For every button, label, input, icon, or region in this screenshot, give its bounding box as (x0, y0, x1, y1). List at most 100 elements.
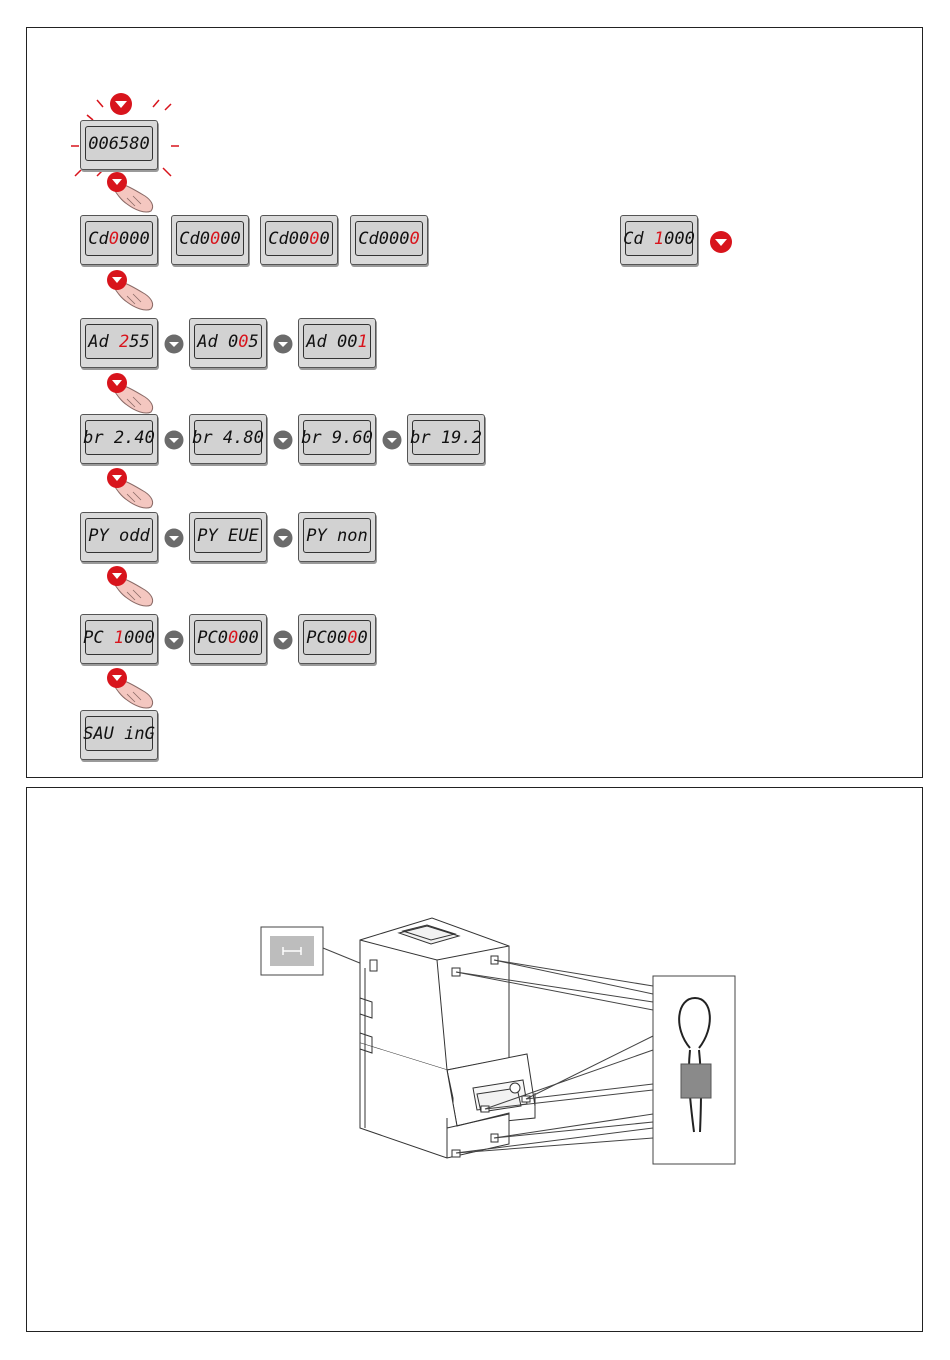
lcd-display-start: 006580 (80, 120, 158, 170)
lcd-segment-text: PY non (306, 526, 367, 546)
lcd-highlighted-digit: 0 (109, 229, 119, 249)
lcd-segment-text: Ad 0 (197, 332, 238, 352)
grey-down-arrow-icon[interactable] (382, 430, 402, 450)
lcd-segment-text: PY EUE (197, 526, 258, 546)
flash-ray (163, 168, 171, 176)
lcd-segment-text: br 4.80 (192, 428, 264, 448)
lcd-text: PC0000 (303, 620, 371, 655)
lcd-display-br-4: br 19.2 (407, 414, 485, 464)
red-down-arrow-icon[interactable] (709, 230, 733, 254)
pressing-finger-icon (105, 466, 157, 510)
lcd-highlighted-digit: 1 (654, 229, 664, 249)
lcd-text: br 9.60 (303, 420, 371, 455)
lcd-segment-text: Cd (88, 229, 108, 249)
lcd-segment-text: 0 (357, 628, 367, 648)
lcd-highlighted-digit: 1 (114, 628, 124, 648)
lcd-text: br 19.2 (412, 420, 480, 455)
lcd-segment-text: Ad 00 (306, 332, 357, 352)
lcd-segment-text: 000 (119, 229, 150, 249)
lcd-display-pc-1: PC 1000 (80, 614, 158, 664)
grey-down-arrow-icon[interactable] (164, 528, 184, 548)
din-rail-meter (360, 918, 535, 1158)
lcd-display-br-2: br 4.80 (189, 414, 267, 464)
lcd-text: PY EUE (194, 518, 262, 553)
lcd-segment-text: br 2.40 (83, 428, 155, 448)
lcd-segment-text: PC00 (306, 628, 347, 648)
meter-sealing-drawing (27, 788, 922, 1331)
lcd-segment-text: Cd0 (179, 229, 210, 249)
lcd-highlighted-digit: 2 (119, 332, 129, 352)
flash-ray (153, 100, 159, 107)
flash-ray (165, 104, 171, 110)
lcd-highlighted-digit: 0 (210, 229, 220, 249)
lcd-display-cd-result: Cd 1000 (620, 215, 698, 265)
lcd-segment-text: Cd000 (358, 229, 409, 249)
lcd-segment-text: PY odd (88, 526, 149, 546)
red-down-arrow-icon[interactable] (109, 92, 133, 116)
lcd-segment-text: br 19.2 (410, 428, 482, 448)
lcd-text: PY non (303, 518, 371, 553)
lcd-text: SAU inG (85, 716, 153, 751)
lcd-segment-text: SAU inG (83, 724, 155, 744)
lcd-segment-text: 55 (129, 332, 149, 352)
grey-down-arrow-icon[interactable] (273, 630, 293, 650)
lcd-highlighted-digit: 1 (357, 332, 367, 352)
lcd-display-saving: SAU inG (80, 710, 158, 760)
seal-hole-icon (261, 927, 372, 975)
lcd-highlighted-digit: 0 (309, 229, 319, 249)
lcd-segment-text: 5 (248, 332, 258, 352)
lcd-highlighted-digit: 0 (228, 628, 238, 648)
grey-down-arrow-icon[interactable] (164, 630, 184, 650)
flash-ray (97, 170, 103, 176)
grey-down-arrow-icon[interactable] (164, 430, 184, 450)
lcd-segment-text: br 9.60 (301, 428, 373, 448)
flash-ray (97, 100, 103, 107)
lcd-segment-text: 0 (319, 229, 329, 249)
pressing-finger-icon (105, 564, 157, 608)
grey-down-arrow-icon[interactable] (273, 528, 293, 548)
lcd-segment-text: 00 (220, 229, 240, 249)
lcd-text: PY odd (85, 518, 153, 553)
sealing-diagram-panel (26, 787, 923, 1332)
lcd-display-py-1: PY odd (80, 512, 158, 562)
pressing-finger-icon (105, 170, 157, 214)
lcd-text: 006580 (85, 126, 153, 161)
grey-down-arrow-icon[interactable] (273, 334, 293, 354)
grey-down-arrow-icon[interactable] (273, 430, 293, 450)
lcd-display-py-2: PY EUE (189, 512, 267, 562)
lcd-display-py-3: PY non (298, 512, 376, 562)
lcd-highlighted-digit: 0 (238, 332, 248, 352)
pressing-finger-icon (105, 371, 157, 415)
lcd-segment-text: Ad (88, 332, 119, 352)
lcd-segment-text: PC0 (197, 628, 228, 648)
pressing-finger-icon (105, 268, 157, 312)
grey-down-arrow-icon[interactable] (164, 334, 184, 354)
lcd-segment-text: Cd00 (268, 229, 309, 249)
lcd-text: br 2.40 (85, 420, 153, 455)
lcd-segment-text: 00 (238, 628, 258, 648)
lcd-highlighted-digit: 0 (409, 229, 419, 249)
pressing-finger-icon (105, 666, 157, 710)
lcd-display-br-3: br 9.60 (298, 414, 376, 464)
lcd-segment-text: 000 (124, 628, 155, 648)
flash-ray (75, 170, 81, 176)
